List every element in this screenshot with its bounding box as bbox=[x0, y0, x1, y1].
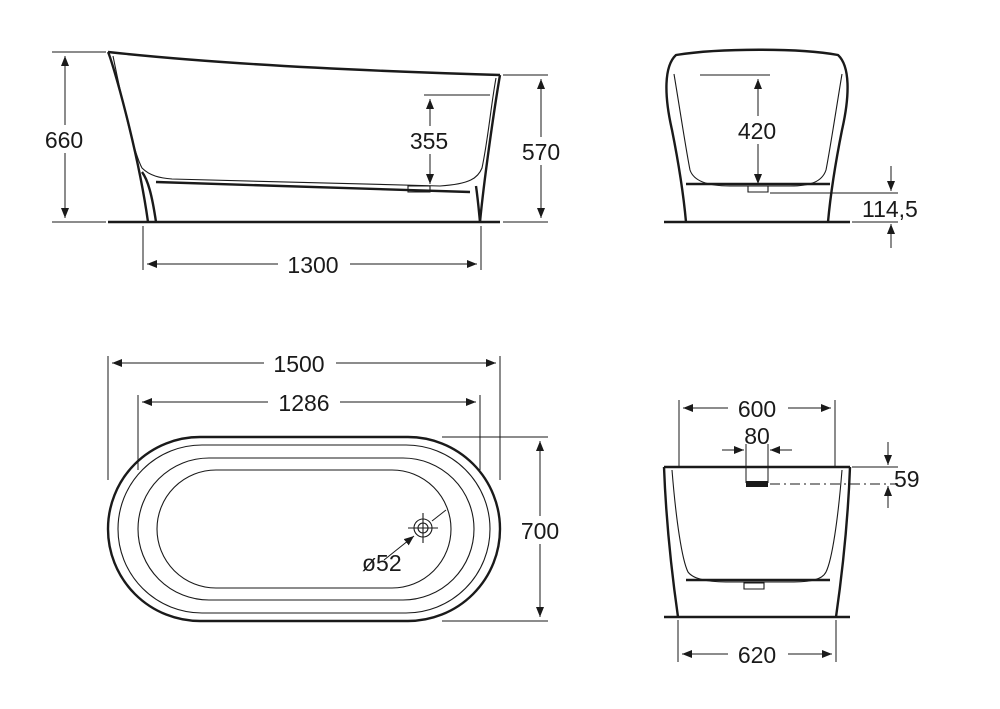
front-view: 600 80 59 620 bbox=[662, 394, 920, 668]
dim-label-width-total: 700 bbox=[521, 518, 559, 544]
dim-label-clearance: 114,5 bbox=[862, 196, 918, 222]
dim-label-width-top: 600 bbox=[738, 396, 776, 422]
end-view: 420 114,5 bbox=[664, 48, 918, 248]
dim-label-height-total: 660 bbox=[45, 127, 83, 153]
dim-label-length-inner: 1286 bbox=[278, 390, 329, 416]
dim-line-drain bbox=[383, 535, 415, 561]
dim-label-height-rim: 570 bbox=[522, 139, 560, 165]
side-view-drain bbox=[407, 185, 431, 193]
dim-label-overflow-offset: 80 bbox=[744, 423, 770, 449]
drain-icon bbox=[408, 513, 438, 543]
side-view-tub-inner bbox=[112, 55, 497, 187]
dim-label-drain-diameter: ø52 bbox=[362, 550, 402, 576]
top-view-basin bbox=[156, 469, 452, 589]
dim-label-depth-inner: 355 bbox=[410, 128, 448, 154]
top-view-rim-inner bbox=[137, 457, 475, 601]
dim-label-length-total: 1500 bbox=[273, 351, 324, 377]
top-view-rim-edge bbox=[117, 444, 491, 614]
dim-label-overflow-height: 59 bbox=[894, 466, 920, 492]
front-view-tub-inner bbox=[671, 469, 843, 583]
front-view-drain bbox=[743, 582, 765, 590]
dim-label-base-length: 1300 bbox=[287, 252, 338, 278]
front-view-tub-outline bbox=[662, 466, 852, 618]
front-view-overflow bbox=[746, 481, 768, 487]
dim-label-width-base: 620 bbox=[738, 642, 776, 668]
top-view: ø52 1500 1286 700 bbox=[106, 349, 567, 623]
dim-label-end-depth-inner: 420 bbox=[738, 118, 776, 144]
top-view-outer-rim bbox=[106, 435, 502, 623]
end-view-drain bbox=[747, 185, 769, 193]
end-view-tub-outline bbox=[665, 48, 849, 223]
side-view-base bbox=[141, 171, 482, 223]
side-view: 660 355 570 1300 bbox=[38, 50, 568, 278]
